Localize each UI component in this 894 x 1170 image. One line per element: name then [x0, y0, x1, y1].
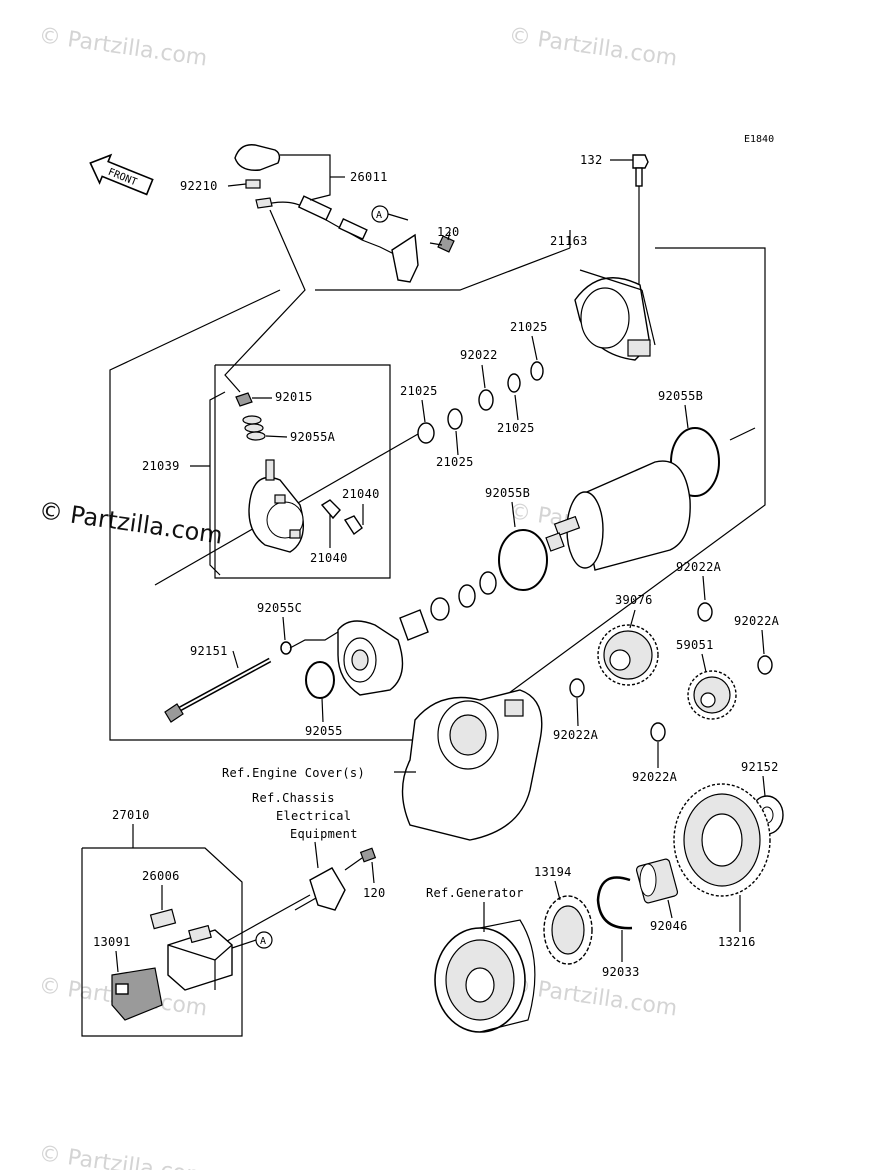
o-ring-92055C — [280, 641, 292, 655]
watermark-text: © Partzilla.com — [507, 23, 679, 71]
springs-21040 — [320, 499, 363, 536]
label-92046: 92046 — [650, 919, 688, 933]
label-ref-chassis-line3: Equipment — [290, 827, 358, 841]
callout-A-top: A — [371, 205, 409, 223]
callout-A-bottom: A — [231, 931, 273, 949]
label-26011: 26011 — [350, 170, 388, 184]
bolt-120-top — [429, 231, 455, 253]
label-13194: 13194 — [534, 865, 572, 879]
engine-cover-reference — [401, 689, 543, 841]
label-21163: 21163 — [550, 234, 588, 248]
starter-bracket-21163 — [574, 269, 656, 361]
part-92210-clip — [227, 179, 261, 189]
label-92055: 92055 — [305, 724, 343, 738]
label-59051: 59051 — [676, 638, 714, 652]
label-26006: 26006 — [142, 869, 180, 883]
washer-92022A-d — [650, 722, 666, 742]
label-ref-engine-cover: Ref.Engine Cover(s) — [222, 766, 365, 780]
washer-92022A-b — [757, 655, 773, 675]
washer-92022A-a — [697, 602, 713, 622]
needle-bearing-92046 — [635, 858, 679, 904]
one-way-clutch-13194 — [543, 895, 593, 965]
callout-letter: A — [260, 936, 266, 947]
front-direction-arrow: FRONT — [89, 153, 154, 196]
o-ring-92055B-lower — [498, 529, 548, 591]
starter-cable-26011 — [234, 144, 419, 283]
label-21025-d: 21025 — [436, 455, 474, 469]
label-13216: 13216 — [718, 935, 756, 949]
washer-stack-lower — [399, 571, 497, 641]
label-21040-a: 21040 — [342, 487, 380, 501]
starter-motor-body — [545, 460, 691, 571]
relay-cover-13091 — [111, 967, 163, 1021]
callout-letter: A — [376, 210, 382, 221]
label-ref-chassis-line1: Ref.Chassis — [252, 791, 335, 805]
generator-rotor-reference — [434, 919, 536, 1033]
label-21025-b: 21025 — [497, 421, 535, 435]
label-21040-b: 21040 — [310, 551, 348, 565]
starter-clutch-gear-13216 — [673, 783, 771, 897]
diagram-code: E1840 — [744, 134, 774, 145]
label-120-top: 120 — [437, 225, 460, 239]
label-92151: 92151 — [190, 644, 228, 658]
label-92022A-c: 92022A — [553, 728, 599, 742]
label-92055B-top: 92055B — [658, 389, 703, 403]
label-ref-chassis-line2: Electrical — [276, 809, 351, 823]
cable-lead-bottom — [219, 867, 346, 946]
label-92152: 92152 — [741, 760, 779, 774]
washer-stack-top — [417, 361, 544, 444]
watermark-text-prominent: © Partzilla.com — [37, 496, 224, 550]
washer-92022A-c — [569, 678, 585, 698]
fuse-26006 — [149, 908, 177, 930]
idler-gear-39076 — [597, 624, 659, 686]
label-92022A-b: 92022A — [734, 614, 780, 628]
circlip-92033 — [596, 876, 633, 930]
label-92055C: 92055C — [257, 601, 302, 615]
nut-92015 — [235, 392, 253, 407]
washers-92055A — [242, 415, 266, 441]
bolt-120-bottom — [344, 847, 377, 871]
watermark-text: © Partzilla.com — [37, 23, 209, 71]
label-92033: 92033 — [602, 965, 640, 979]
label-92022A-a: 92022A — [676, 560, 722, 574]
label-92055A: 92055A — [290, 430, 336, 444]
label-39076: 39076 — [615, 593, 653, 607]
label-92022: 92022 — [460, 348, 498, 362]
label-132: 132 — [580, 153, 603, 167]
long-bolt-92151 — [164, 657, 272, 723]
label-21025-c: 21025 — [400, 384, 438, 398]
starter-relay-27010 — [167, 924, 233, 991]
label-27010: 27010 — [112, 808, 150, 822]
label-21039: 21039 — [142, 459, 180, 473]
starter-end-cover — [337, 620, 404, 696]
o-ring-92055 — [305, 661, 335, 699]
watermark-text: © Partzilla.com — [37, 1141, 209, 1170]
relay-group-outline — [81, 847, 243, 1037]
label-92210: 92210 — [180, 179, 218, 193]
label-13091: 13091 — [93, 935, 131, 949]
label-ref-generator: Ref.Generator — [426, 886, 524, 900]
label-92055B-lower: 92055B — [485, 486, 530, 500]
label-92022A-d: 92022A — [632, 770, 678, 784]
label-120-bottom: 120 — [363, 886, 386, 900]
gear-59051 — [687, 670, 737, 720]
brush-holder-21039 — [248, 459, 304, 553]
label-92015: 92015 — [275, 390, 313, 404]
label-21025-a: 21025 — [510, 320, 548, 334]
